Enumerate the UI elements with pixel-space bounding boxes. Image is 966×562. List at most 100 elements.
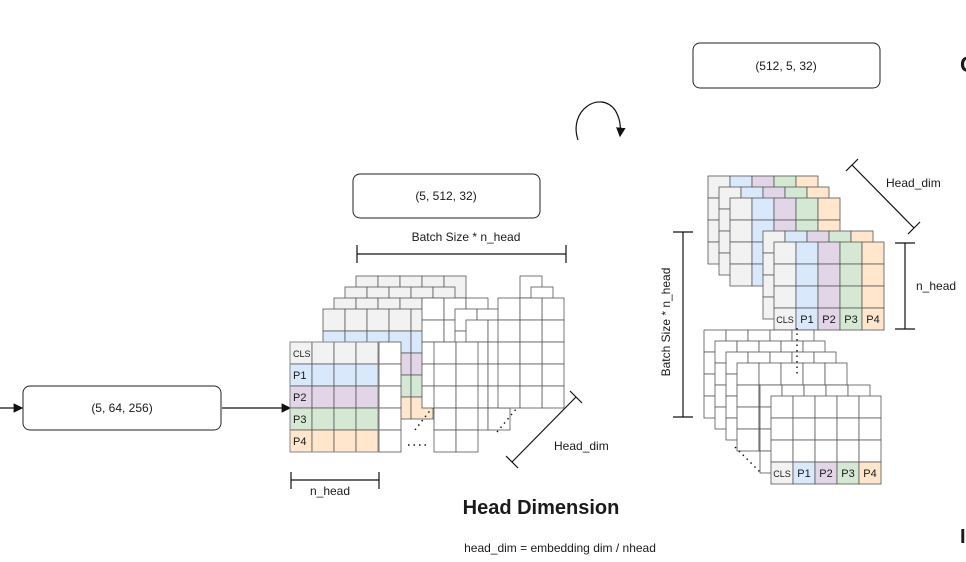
edge-glyph-bottom: I (960, 526, 966, 548)
grid-cell (333, 385, 357, 409)
grid-cell (455, 341, 479, 365)
batch-nhead-top-label: Batch Size * n_head (412, 230, 521, 244)
grid-cell (378, 385, 402, 409)
grid-cell (455, 407, 479, 431)
grid-cell (355, 363, 379, 387)
transpose-arrow-icon (575, 101, 626, 141)
grid-cell (858, 417, 882, 441)
token-label-p1: P1 (797, 468, 810, 480)
grid-cell (519, 319, 543, 343)
head-dim-bracket-middle (505, 390, 583, 469)
grid-cell (858, 439, 882, 463)
grid-cell (433, 429, 457, 453)
n-head-bracket-bottom (290, 472, 380, 489)
grid-cell (311, 407, 335, 431)
diagram-title: Head Dimension (463, 497, 620, 519)
grid-cell (378, 429, 402, 453)
grid-cell (497, 385, 521, 409)
batch-nhead-bracket-top (356, 245, 567, 263)
grid-cell (311, 341, 335, 365)
output-layer-0 (773, 241, 885, 309)
grid-cell (792, 395, 816, 419)
head-slice-back-main (497, 297, 543, 409)
token-cell-p4 (858, 461, 882, 485)
grid-cell (433, 363, 457, 387)
grid-cell (770, 417, 794, 441)
grid-cell (836, 439, 860, 463)
output-shape-label: (512, 5, 32) (755, 59, 816, 73)
grid-cell (311, 385, 335, 409)
grid-cell (497, 341, 521, 365)
token-label-p4: P4 (863, 468, 876, 480)
grid-cell (311, 429, 335, 453)
grid-cell (839, 263, 863, 287)
grid-cell (378, 363, 402, 387)
grid-cell (836, 417, 860, 441)
grid-cell (758, 362, 782, 386)
grid-cell (817, 263, 841, 287)
grid-cell (802, 362, 826, 386)
grid-cell (839, 241, 863, 265)
grid-layer-front (770, 395, 882, 463)
n-head-right-label: n_head (916, 279, 956, 293)
grid-cell (773, 285, 797, 309)
grid-cell (824, 362, 848, 386)
middle-shape-label: (5, 512, 32) (415, 189, 476, 203)
grid-cell (519, 341, 543, 365)
head-dim-bracket-right (845, 158, 921, 235)
right-dotted-connectors (734, 328, 798, 473)
grid-cell (541, 363, 565, 387)
grid-cell (378, 407, 402, 431)
grid-cell (421, 319, 445, 343)
grid-cell (751, 197, 775, 221)
token-label-p4: P4 (293, 436, 306, 448)
grid-cell (729, 241, 753, 265)
grid-cell (729, 197, 753, 221)
input-shape-label: (5, 64, 256) (91, 401, 152, 415)
grid-cell (311, 363, 335, 387)
grid-cell (333, 341, 357, 365)
grid-cell (780, 362, 804, 386)
token-label-p3: P3 (844, 314, 857, 326)
grid-cell (736, 362, 760, 386)
grid-cell (814, 395, 838, 419)
grid-cell (355, 341, 379, 365)
grid-cell (792, 439, 816, 463)
grid-cell (736, 406, 760, 430)
formula-text: head_dim = embedding dim / nhead (464, 541, 656, 555)
batch-nhead-bracket-side (673, 231, 693, 418)
grid-cell (333, 429, 357, 453)
grid-cell (795, 285, 819, 309)
grid-cell (378, 341, 402, 365)
input-shape-box: (5, 64, 256) (22, 385, 222, 431)
token-label-p3: P3 (293, 414, 306, 426)
grid-cell (366, 308, 390, 332)
edge-glyph-top: C (960, 52, 966, 77)
n-head-bottom-label: n_head (310, 484, 350, 498)
grid-cell (814, 439, 838, 463)
grid-cell (770, 439, 794, 463)
grid-cell (861, 241, 885, 265)
grid-cell (497, 319, 521, 343)
head-slice-mid (433, 341, 479, 453)
grid-cell (817, 241, 841, 265)
grid-cell (541, 297, 565, 321)
grid-cell (770, 395, 794, 419)
grid-cell (729, 219, 753, 243)
grid-cell (497, 297, 521, 321)
grid-cell (455, 385, 479, 409)
grid-cell (795, 241, 819, 265)
grid-cell (333, 407, 357, 431)
token-label-p2: P2 (822, 314, 835, 326)
grid-cell (736, 384, 760, 408)
head-dim-right-label: Head_dim (886, 176, 941, 190)
head-dim-middle-label: Head_dim (554, 439, 609, 453)
grid-cell (421, 297, 445, 321)
grid-cell (541, 385, 565, 409)
grid-cell (433, 407, 457, 431)
grid-cell (858, 395, 882, 419)
grid-cell (465, 319, 489, 343)
